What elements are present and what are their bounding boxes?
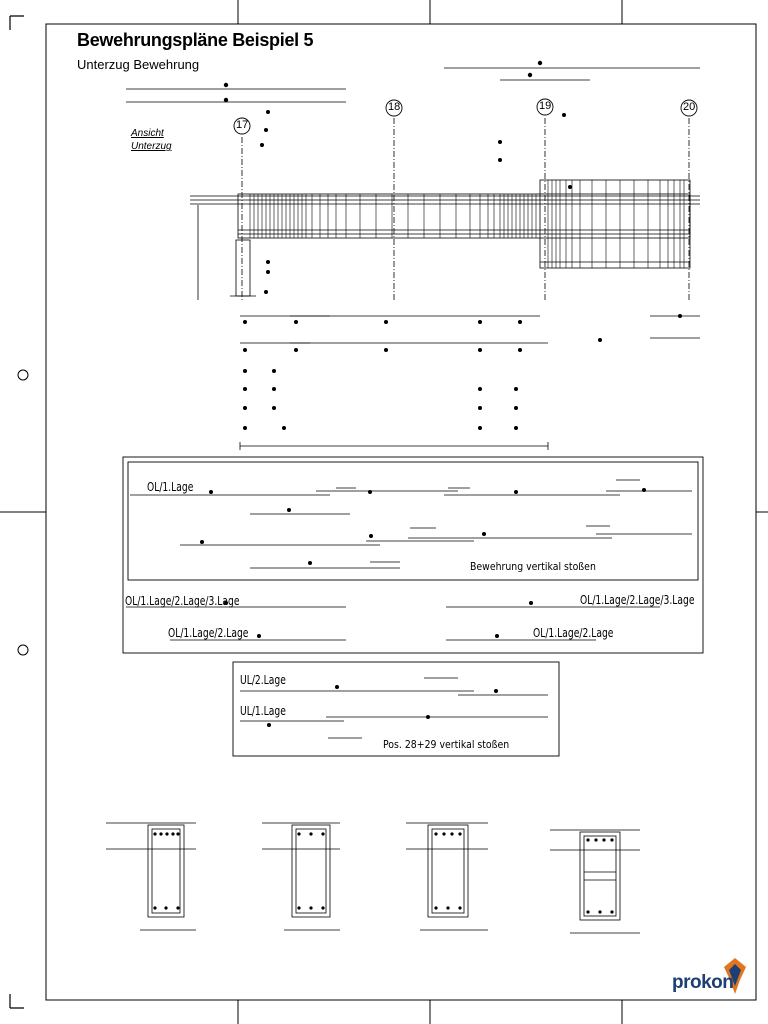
axis-label-19: 19 [539,100,552,112]
axis-18-marker [385,99,403,117]
punch-hole-top [17,369,29,381]
lower-reinforcement-panel [232,661,560,757]
punch-hole-bottom [17,644,29,656]
axis-20-marker [680,99,698,117]
lower-row1-label: UL/2.Lage [240,673,286,687]
upper-row1-label: OL/1.Lage [147,480,194,494]
elevation-view-label: Ansicht Unterzug [131,127,172,153]
beam-elevation-drawing [126,60,700,450]
lower-row2-label: UL/1.Lage [240,704,286,718]
upper-row3-label-left: OL/1.Lage/2.Lage [168,626,249,640]
axis-label-18: 18 [388,101,401,113]
lower-note: Pos. 28+29 vertikal stoßen [383,738,510,751]
page-subtitle: Unterzug Bewehrung [77,57,200,72]
axis-19-marker [536,98,554,116]
upper-row2-label-right: OL/1.Lage/2.Lage/3.Lage [580,593,695,607]
upper-note: Bewehrung vertikal stoßen [470,560,596,573]
page-title: Bewehrungspläne Beispiel 5 [77,30,314,50]
prokon-logo-text: prokon [672,972,734,993]
upper-row3-label-right: OL/1.Lage/2.Lage [533,626,614,640]
elevation-label-line1: Ansicht [131,128,164,139]
elevation-label-line2: Unterzug [131,141,172,152]
upper-reinforcement-panel [122,456,704,654]
axis-label-17: 17 [236,119,249,131]
axis-label-20: 20 [683,101,696,113]
axis-17-marker [233,117,251,135]
prokon-logo-icon [724,958,746,994]
upper-row2-label-left: OL/1.Lage/2.Lage/3.Lage [125,594,240,608]
